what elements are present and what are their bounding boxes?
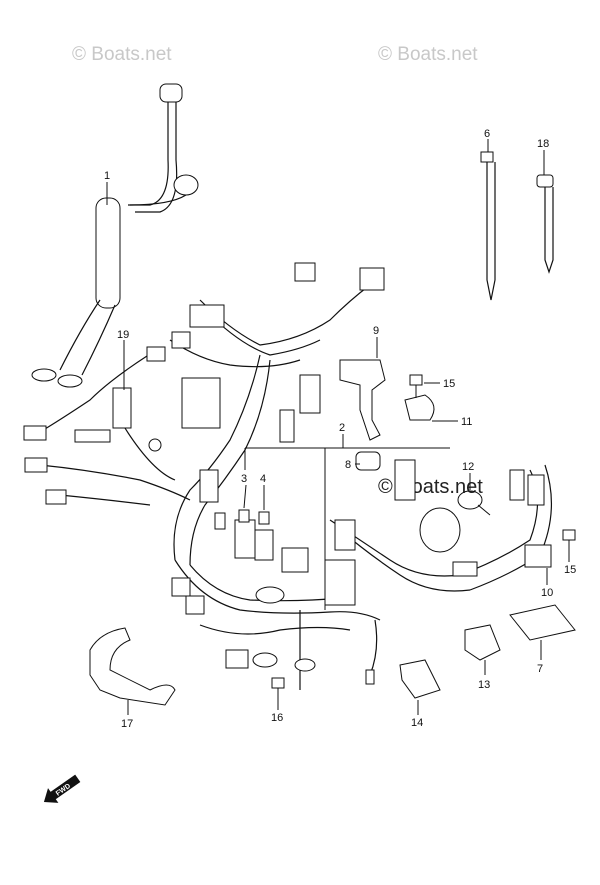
label-part-16: 16 xyxy=(271,712,283,724)
label-part-15-upper: 15 xyxy=(443,378,455,390)
bolt-16 xyxy=(271,677,285,700)
bracket-9 xyxy=(339,359,386,441)
label-part-14: 14 xyxy=(411,717,423,729)
leader-lines xyxy=(106,139,570,715)
battery-cable xyxy=(31,83,199,388)
clamp-11 xyxy=(404,394,435,421)
label-part-8: 8 xyxy=(345,459,351,471)
label-part-6: 6 xyxy=(484,128,490,140)
bolts-15 xyxy=(409,374,576,555)
connectors xyxy=(24,262,545,672)
label-part-9: 9 xyxy=(373,325,379,337)
label-part-4: 4 xyxy=(260,473,266,485)
label-part-7: 7 xyxy=(537,663,543,675)
fwd-label: FWD xyxy=(55,783,72,798)
label-part-12: 12 xyxy=(462,461,474,473)
fuses xyxy=(238,509,270,525)
tie-12 xyxy=(457,490,491,516)
label-part-19: 19 xyxy=(117,329,129,341)
watermark-top-right: © Boats.net xyxy=(378,44,478,65)
label-part-1: 1 xyxy=(104,170,110,182)
fwd-arrow-icon: FWD xyxy=(43,774,81,803)
bracket-17 xyxy=(89,627,176,706)
label-part-18: 18 xyxy=(537,138,549,150)
label-part-13: 13 xyxy=(478,679,490,691)
sheet-7 xyxy=(509,604,576,641)
sensor-wire xyxy=(23,346,166,441)
clamp-13 xyxy=(464,624,501,661)
clamp-14 xyxy=(399,659,441,699)
label-part-2: 2 xyxy=(339,422,345,434)
label-part-10: 10 xyxy=(541,587,553,599)
label-part-3: 3 xyxy=(241,473,247,485)
label-part-15-lower: 15 xyxy=(564,564,576,576)
label-part-11: 11 xyxy=(461,416,472,428)
cable-tie xyxy=(480,151,496,301)
bracket-10 xyxy=(524,544,552,568)
label-part-17: 17 xyxy=(121,718,133,730)
part-numbers: 1 2 3 4 10 6 7 8 9 11 12 13 14 15 15 16 … xyxy=(104,128,576,730)
clip-tie xyxy=(536,174,554,274)
watermark-top-left: © Boats.net xyxy=(72,44,172,65)
grommet-8 xyxy=(355,451,381,471)
